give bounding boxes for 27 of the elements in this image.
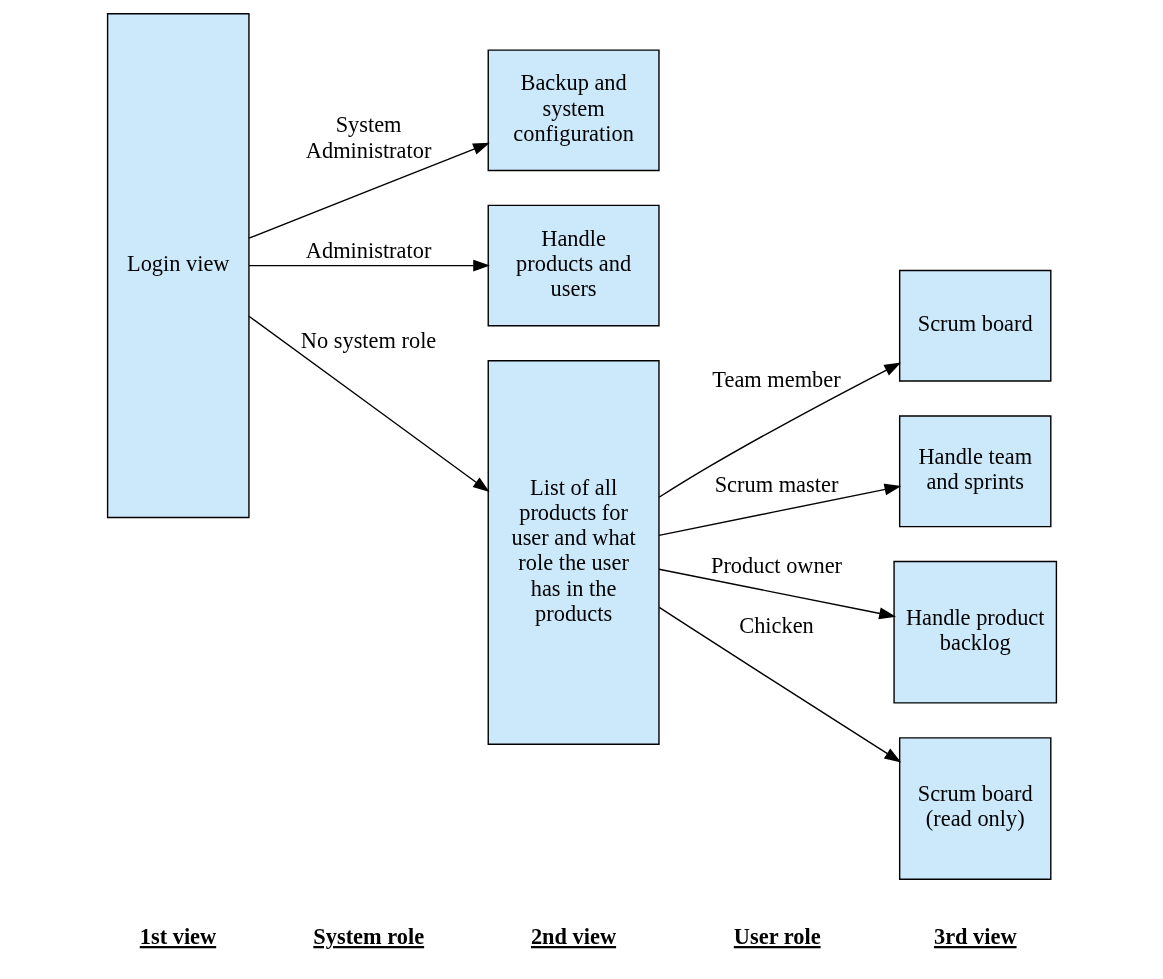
node-box: Handle products and users [487,204,660,327]
edge-label: Chicken [738,613,814,639]
node-box: List of all products for user and what role the user has in the products [487,360,660,745]
edge-label: Team member [711,367,841,393]
label: 3rd view [933,924,1017,950]
label: 1st view [139,924,216,950]
arrow [657,568,896,620]
edge-label: No system role [300,327,436,353]
arrow [658,606,901,763]
edge-label: System Administrator [305,112,431,163]
edge-label: Product owner [710,553,842,579]
node-box: Login view [106,13,250,519]
label: System role [312,924,424,950]
arrow [657,362,901,498]
node-box: Scrum board [898,269,1051,382]
node-box: Backup and system configuration [487,49,660,172]
label: 2nd view [530,924,616,950]
node-box: Scrum board (read only) [898,737,1051,880]
arrow [247,259,490,272]
edge-label: Scrum master [714,472,838,498]
edge-label: Administrator [305,238,431,264]
node-box: Handle team and sprints [898,415,1051,528]
node-box: Handle product backlog [892,560,1057,704]
arrow [657,483,901,537]
label: User role [733,924,821,950]
arrow [247,315,490,493]
arrow [247,142,490,239]
